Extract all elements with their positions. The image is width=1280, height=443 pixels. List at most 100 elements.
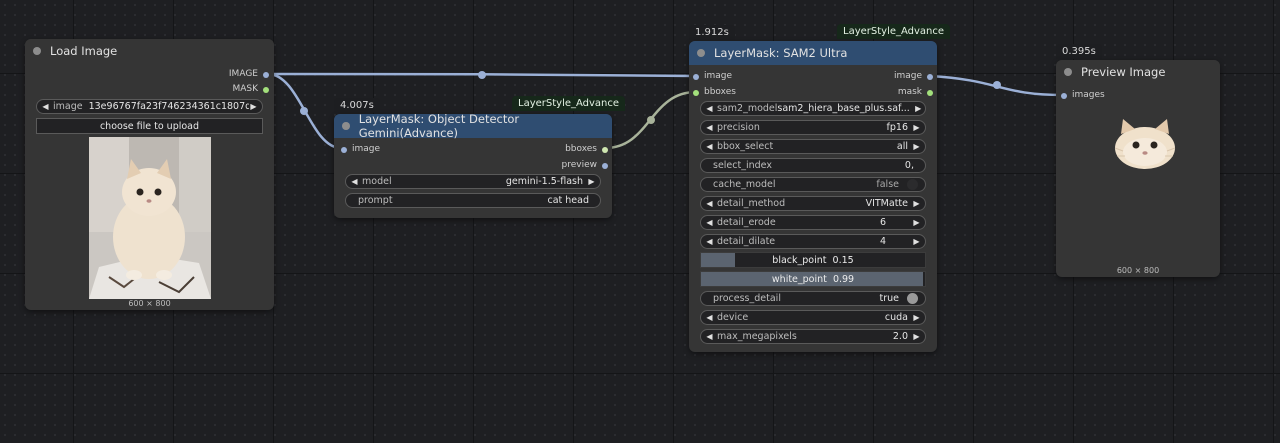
increment-arrow-icon[interactable]: ▶ [913, 332, 920, 341]
slot-dot-icon[interactable] [263, 86, 269, 93]
detail-dilate-number-widget[interactable]: ◀ detail_dilate 4 ▶ [700, 234, 926, 249]
black-point-slider[interactable]: black_point 0.15 [700, 252, 926, 268]
wire-midpoint-dot[interactable] [300, 107, 308, 115]
widget-value: 0, [904, 160, 914, 171]
slot-dot-icon[interactable] [341, 146, 347, 153]
input-slot-image[interactable]: image [341, 144, 380, 155]
decrement-arrow-icon[interactable]: ◀ [706, 123, 713, 132]
node-source-badge: LayerStyle_Advance [837, 24, 951, 39]
node-title: Load Image [50, 44, 118, 58]
slot-dot-icon[interactable] [693, 89, 699, 96]
decrement-arrow-icon[interactable]: ◀ [706, 142, 713, 151]
collapse-dot-icon[interactable] [1064, 68, 1072, 76]
output-slot-image[interactable]: image [894, 71, 933, 82]
sam2-ultra-node[interactable]: LayerMask: SAM2 Ultra image bboxes image… [689, 41, 937, 352]
device-select-widget[interactable]: ◀ device cuda ▶ [700, 310, 926, 325]
widget-label: select_index [713, 160, 772, 171]
widget-value: true [879, 293, 900, 304]
load-image-node[interactable]: Load Image IMAGE MASK ◀ image 13e96767fa… [25, 39, 274, 310]
collapse-dot-icon[interactable] [342, 122, 350, 130]
slot-label: IMAGE [228, 69, 258, 79]
decrement-arrow-icon[interactable]: ◀ [706, 104, 713, 113]
output-slot-mask[interactable]: mask [898, 87, 933, 98]
select-index-text-widget[interactable]: select_index 0, [700, 158, 926, 173]
increment-arrow-icon[interactable]: ▶ [913, 237, 920, 246]
upload-button[interactable]: choose file to upload [36, 118, 263, 134]
output-slot-preview[interactable]: preview [562, 160, 608, 171]
model-select-widget[interactable]: ◀ model gemini-1.5-flash ▶ [345, 174, 601, 189]
cat-head-cutout-preview [1114, 119, 1176, 169]
slider-text: black_point 0.15 [701, 253, 925, 267]
increment-arrow-icon[interactable]: ▶ [913, 218, 920, 227]
increment-arrow-icon[interactable]: ▶ [913, 123, 920, 132]
wire-midpoint-dot[interactable] [993, 81, 1001, 89]
slot-label: images [1072, 90, 1105, 100]
increment-arrow-icon[interactable]: ▶ [913, 313, 920, 322]
increment-arrow-icon[interactable]: ▶ [588, 177, 595, 186]
decrement-arrow-icon[interactable]: ◀ [706, 199, 713, 208]
decrement-arrow-icon[interactable]: ◀ [706, 237, 713, 246]
object-detector-gemini-node[interactable]: LayerMask: Object Detector Gemini(Advanc… [334, 112, 612, 218]
slot-dot-icon[interactable] [1061, 92, 1067, 99]
widget-label: image [53, 101, 83, 112]
widget-label: bbox_select [717, 141, 774, 152]
load-image-header[interactable]: Load Image [25, 39, 274, 63]
node-title: LayerMask: Object Detector Gemini(Advanc… [358, 112, 520, 140]
widget-value: VITMatte [865, 198, 908, 209]
slot-label: bboxes [565, 144, 597, 154]
input-slot-image[interactable]: image [693, 71, 732, 82]
slot-dot-icon[interactable] [602, 146, 608, 153]
decrement-arrow-icon[interactable]: ◀ [351, 177, 358, 186]
preview-image-node[interactable]: Preview Image images 600 × 800 [1056, 60, 1220, 277]
decrement-arrow-icon[interactable]: ◀ [706, 313, 713, 322]
wire-midpoint-dot[interactable] [647, 116, 655, 124]
widget-label: precision [717, 122, 760, 133]
output-slot-bboxes[interactable]: bboxes [565, 144, 608, 155]
sam2-model-select-widget[interactable]: ◀ sam2_model sam2_hiera_base_plus.saf...… [700, 101, 926, 116]
decrement-arrow-icon[interactable]: ◀ [42, 102, 49, 111]
detail-method-select-widget[interactable]: ◀ detail_method VITMatte ▶ [700, 196, 926, 211]
slot-dot-icon[interactable] [927, 89, 933, 96]
widget-label: device [717, 312, 749, 323]
image-select-widget[interactable]: ◀ image 13e96767fa23f746234361c1807d... … [36, 99, 263, 114]
collapse-dot-icon[interactable] [33, 47, 41, 55]
widget-label: max_megapixels [717, 331, 797, 342]
decrement-arrow-icon[interactable]: ◀ [706, 218, 713, 227]
detail-erode-number-widget[interactable]: ◀ detail_erode 6 ▶ [700, 215, 926, 230]
max-megapixels-number-widget[interactable]: ◀ max_megapixels 2.0 ▶ [700, 329, 926, 344]
slider-label: black_point [772, 254, 827, 266]
toggle-knob-icon[interactable] [907, 179, 918, 190]
increment-arrow-icon[interactable]: ▶ [913, 199, 920, 208]
widget-label: detail_erode [717, 217, 776, 228]
preview-node-header[interactable]: Preview Image [1056, 60, 1220, 84]
output-slot-mask[interactable]: MASK [232, 84, 269, 95]
slot-label: MASK [232, 84, 258, 94]
widget-value: cuda [884, 312, 908, 323]
image-dimensions: 600 × 800 [128, 299, 171, 308]
sam2-node-header[interactable]: LayerMask: SAM2 Ultra [689, 41, 937, 65]
precision-select-widget[interactable]: ◀ precision fp16 ▶ [700, 120, 926, 135]
white-point-slider[interactable]: white_point 0.99 [700, 271, 926, 287]
slot-dot-icon[interactable] [263, 71, 269, 78]
bbox-select-widget[interactable]: ◀ bbox_select all ▶ [700, 139, 926, 154]
output-slot-image[interactable]: IMAGE [228, 69, 269, 80]
input-slot-bboxes[interactable]: bboxes [693, 87, 736, 98]
process-detail-toggle[interactable]: process_detail true [700, 291, 926, 306]
widget-label: detail_method [717, 198, 786, 209]
increment-arrow-icon[interactable]: ▶ [250, 102, 257, 111]
wire-midpoint-dot[interactable] [478, 71, 486, 79]
input-slot-images[interactable]: images [1061, 90, 1105, 101]
increment-arrow-icon[interactable]: ▶ [913, 142, 920, 151]
execution-time-label: 1.912s [689, 25, 735, 40]
toggle-knob-icon[interactable] [907, 293, 918, 304]
slot-dot-icon[interactable] [693, 73, 699, 80]
node-title: LayerMask: SAM2 Ultra [714, 46, 848, 60]
cache-model-toggle[interactable]: cache_model false [700, 177, 926, 192]
increment-arrow-icon[interactable]: ▶ [915, 104, 922, 113]
prompt-text-widget[interactable]: prompt cat head [345, 193, 601, 208]
slot-dot-icon[interactable] [602, 162, 608, 169]
collapse-dot-icon[interactable] [697, 49, 705, 57]
slot-dot-icon[interactable] [927, 73, 933, 80]
gemini-node-header[interactable]: LayerMask: Object Detector Gemini(Advanc… [334, 112, 612, 140]
decrement-arrow-icon[interactable]: ◀ [706, 332, 713, 341]
